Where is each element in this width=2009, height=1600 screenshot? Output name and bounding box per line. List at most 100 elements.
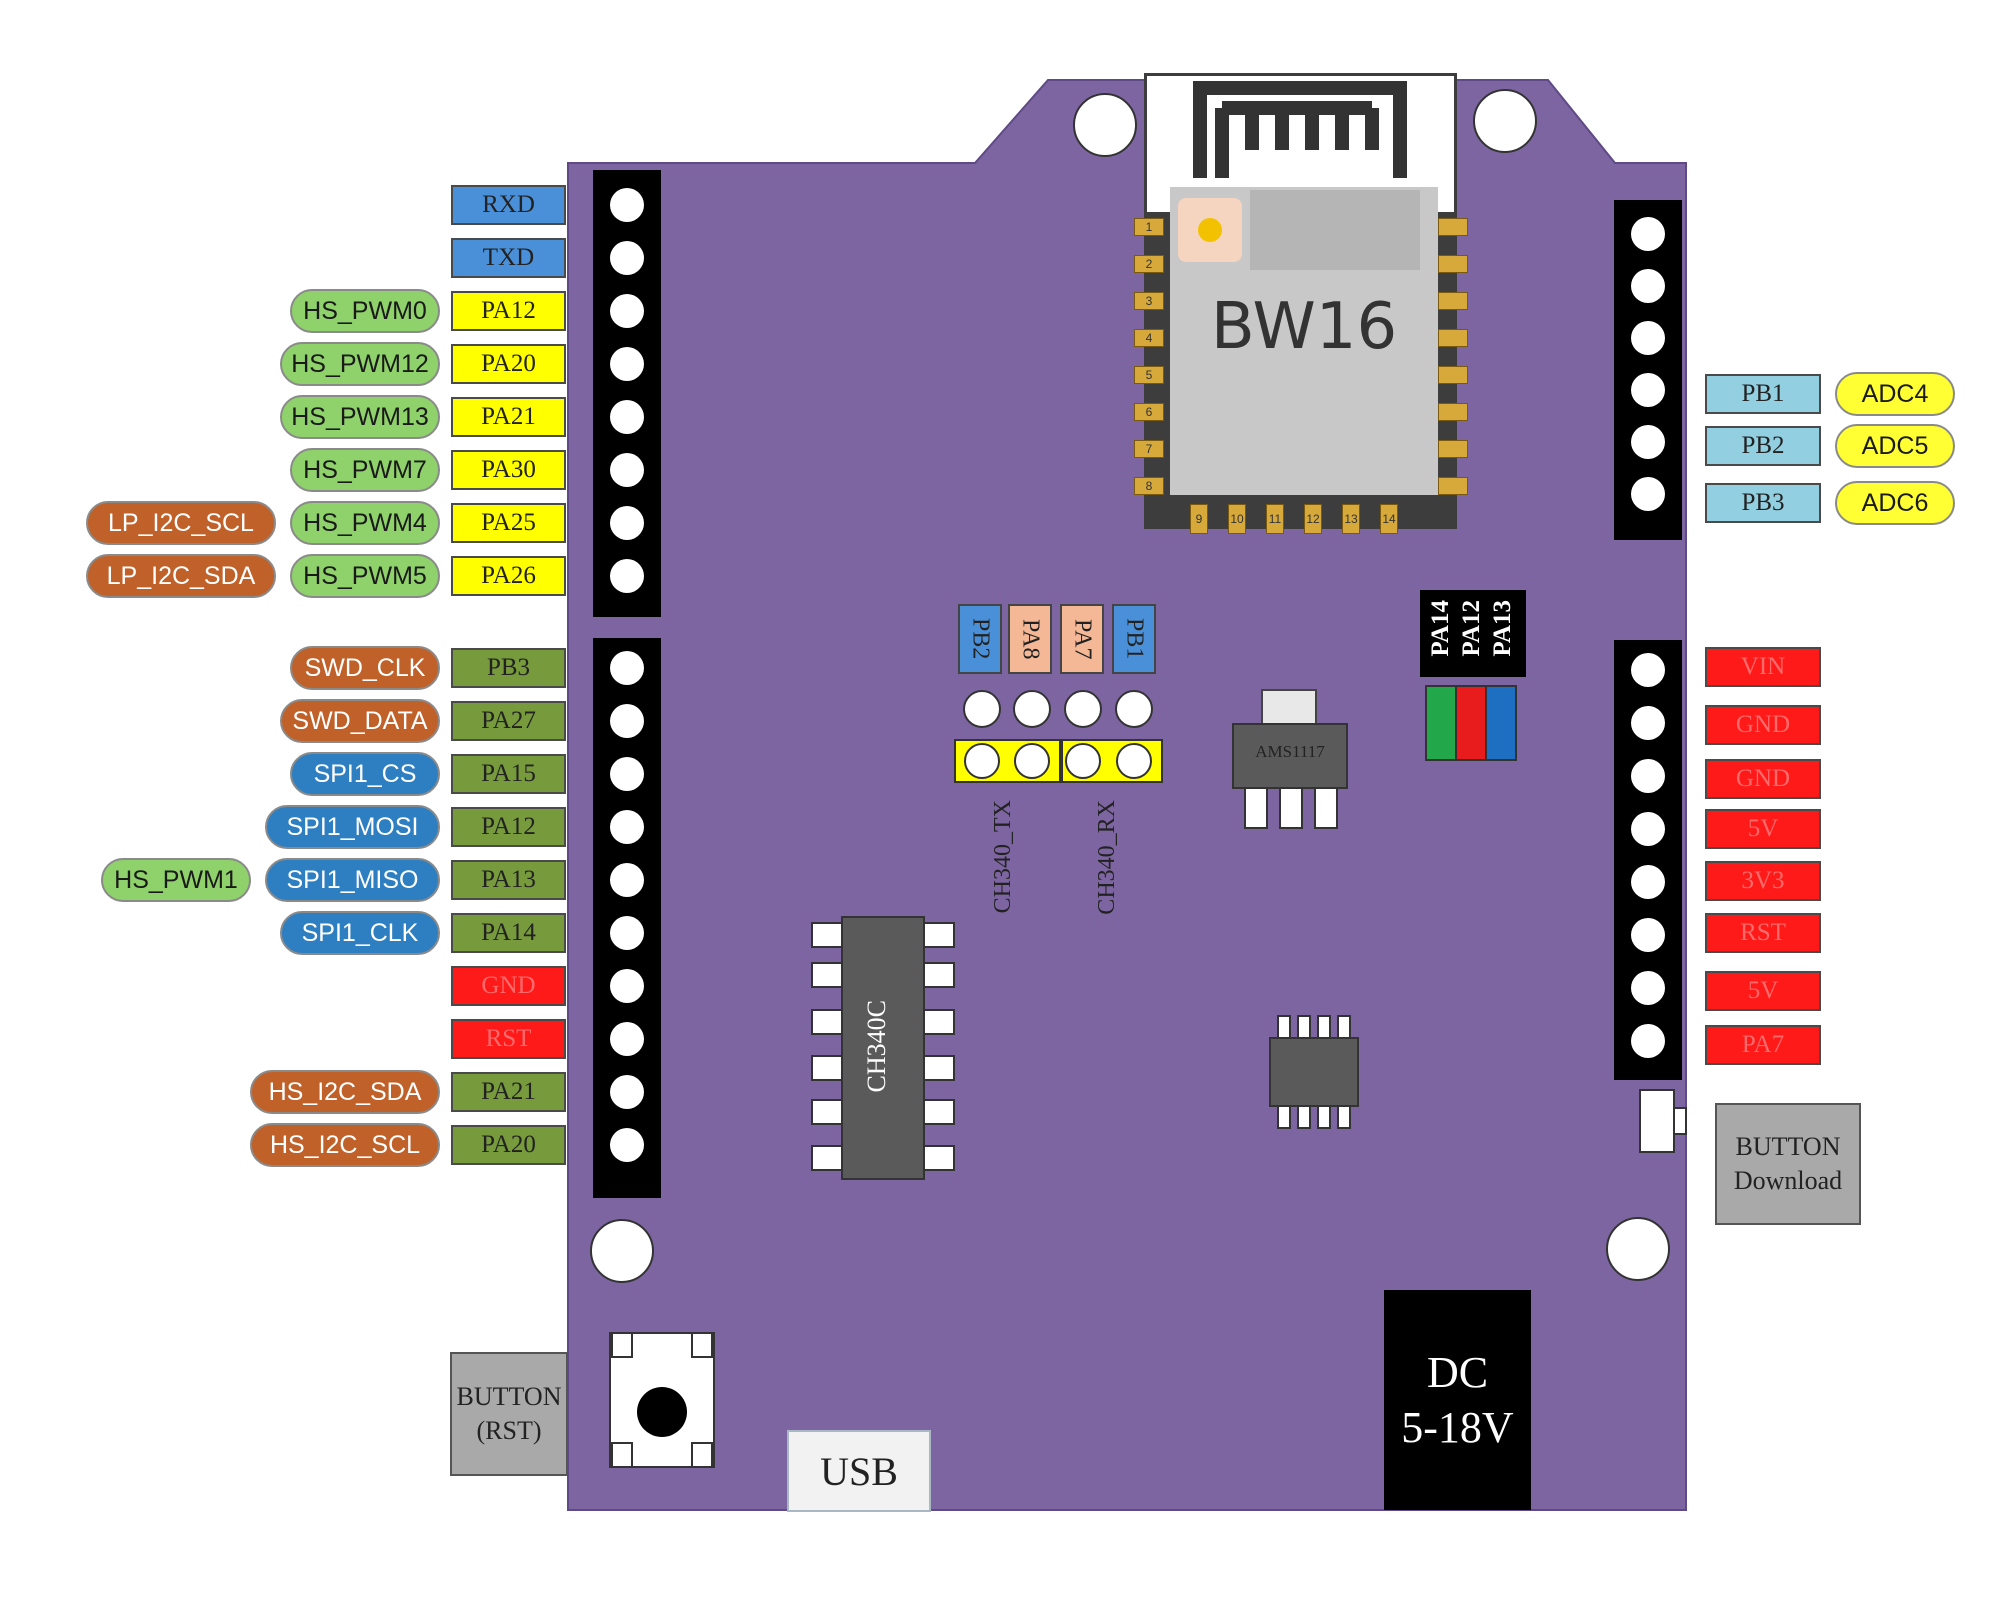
pin-label-pa20: PA20 (451, 344, 566, 384)
header-hole (610, 810, 644, 844)
mounting-hole (590, 1219, 654, 1283)
header-hole (610, 969, 644, 1003)
header-hole (1631, 217, 1665, 251)
chip-pin (1337, 1015, 1351, 1039)
module-pin-pad (1438, 329, 1468, 347)
function-pill-hs-pwm0: HS_PWM0 (290, 289, 440, 333)
module-pin-pad: 7 (1134, 440, 1164, 458)
header-hole (610, 1128, 644, 1162)
header-hole (1631, 653, 1665, 687)
header-hole (610, 506, 644, 540)
function-pill-lp-i2c-sda: LP_I2C_SDA (86, 554, 276, 598)
function-pill-lp-i2c-scl: LP_I2C_SCL (86, 501, 276, 545)
bw16-module-name: BW16 (1210, 290, 1398, 364)
header-hole (1631, 373, 1665, 407)
module-pin-pad: 13 (1342, 504, 1360, 534)
pin-label-pa21: PA21 (451, 1072, 566, 1112)
header-hole (1631, 269, 1665, 303)
module-pin-pad (1438, 292, 1468, 310)
function-pill-spi1-miso: SPI1_MISO (265, 858, 440, 902)
pin-label-rst: RST (1705, 913, 1821, 953)
ams1117-regulator (1232, 689, 1348, 829)
ch340c-chip (811, 916, 955, 1180)
pin-label-pa12: PA12 (451, 807, 566, 847)
header-hole (1631, 321, 1665, 355)
dc-jack-line2: 5-18V (1401, 1403, 1514, 1452)
pin-label-rxd: RXD (451, 185, 566, 225)
usb-chip-label: CH340C (862, 1000, 891, 1093)
header-hole (1631, 1024, 1665, 1058)
header-hole (610, 400, 644, 434)
chip-pin (1297, 1105, 1311, 1129)
module-pin-pad: 12 (1304, 504, 1322, 534)
header-hole (610, 757, 644, 791)
regulator-label: AMS1117 (1255, 742, 1325, 761)
jumper-label-pa7: PA7 (1060, 604, 1104, 674)
left-header-top-strip (593, 170, 661, 617)
antenna-trace (1193, 81, 1407, 178)
reset-tactile-switch (609, 1332, 715, 1468)
chip-pin (923, 922, 955, 948)
button-download-label: BUTTON Download (1715, 1103, 1861, 1225)
module-pin-pad (1438, 440, 1468, 458)
module-pin-pad: 1 (1134, 218, 1164, 236)
header-hole (610, 651, 644, 685)
chip-pin (1337, 1105, 1351, 1129)
function-pill-adc4: ADC4 (1835, 372, 1955, 416)
chip-pin (923, 1055, 955, 1081)
header-hole (610, 1022, 644, 1056)
header-hole (1631, 706, 1665, 740)
mounting-hole (1073, 93, 1137, 157)
chip-pin (811, 962, 843, 988)
pin-label-gnd: GND (1705, 705, 1821, 745)
jumper-label-pb2: PB2 (958, 604, 1002, 674)
jumper-label-text: PB2 (967, 618, 994, 660)
usb-connector: USB (787, 1430, 931, 1512)
ch340-rx-caption: CH340_RX (1094, 800, 1120, 915)
header-hole (610, 294, 644, 328)
function-pill-hs-pwm5: HS_PWM5 (290, 554, 440, 598)
jumper-pins (954, 690, 1163, 783)
chip-pin (1277, 1015, 1291, 1039)
pin-label-pb1: PB1 (1705, 374, 1821, 414)
header-hole (610, 347, 644, 381)
chip-pin (1297, 1015, 1311, 1039)
rgb-label-pa12: PA12 (1458, 600, 1485, 657)
module-pin-pad: 9 (1190, 504, 1208, 534)
header-hole (1631, 812, 1665, 846)
button-rst-line2: (RST) (476, 1416, 542, 1445)
pin-label-pa26: PA26 (451, 556, 566, 596)
function-pill-hs-pwm12: HS_PWM12 (280, 342, 440, 386)
header-hole (610, 1075, 644, 1109)
module-pin-pad (1438, 403, 1468, 421)
mounting-hole (1606, 1217, 1670, 1281)
jumper-label-text: PA7 (1069, 618, 1096, 660)
function-pill-hs-pwm13: HS_PWM13 (280, 395, 440, 439)
bw16-module (1144, 73, 1457, 529)
function-pill-spi1-cs: SPI1_CS (290, 752, 440, 796)
function-pill-spi1-clk: SPI1_CLK (280, 911, 440, 955)
pin-label-pb3: PB3 (451, 648, 566, 688)
function-pill-hs-pwm7: HS_PWM7 (290, 448, 440, 492)
pin-label-pa21: PA21 (451, 397, 566, 437)
small-ic (1269, 1015, 1359, 1129)
jumper-label-text: PB1 (1121, 618, 1148, 660)
function-pill-adc6: ADC6 (1835, 481, 1955, 525)
module-pin-pad: 6 (1134, 403, 1164, 421)
module-pin-pad: 5 (1134, 366, 1164, 384)
chip-pin (1277, 1105, 1291, 1129)
chip-pin (923, 1099, 955, 1125)
module-pin-pad (1438, 218, 1468, 236)
button-download-line2: Download (1733, 1166, 1843, 1195)
header-hole (1631, 918, 1665, 952)
module-pin-pad: 10 (1228, 504, 1246, 534)
pin-label-rst: RST (451, 1019, 566, 1059)
function-pill-hs-pwm1: HS_PWM1 (101, 858, 251, 902)
ch340-tx-caption: CH340_TX (990, 800, 1016, 914)
dc-jack-line1: DC (1426, 1348, 1489, 1397)
pin-label-pb3: PB3 (1705, 483, 1821, 523)
chip-pin (811, 1099, 843, 1125)
pin-label-gnd: GND (1705, 759, 1821, 799)
chip-pin (811, 922, 843, 948)
